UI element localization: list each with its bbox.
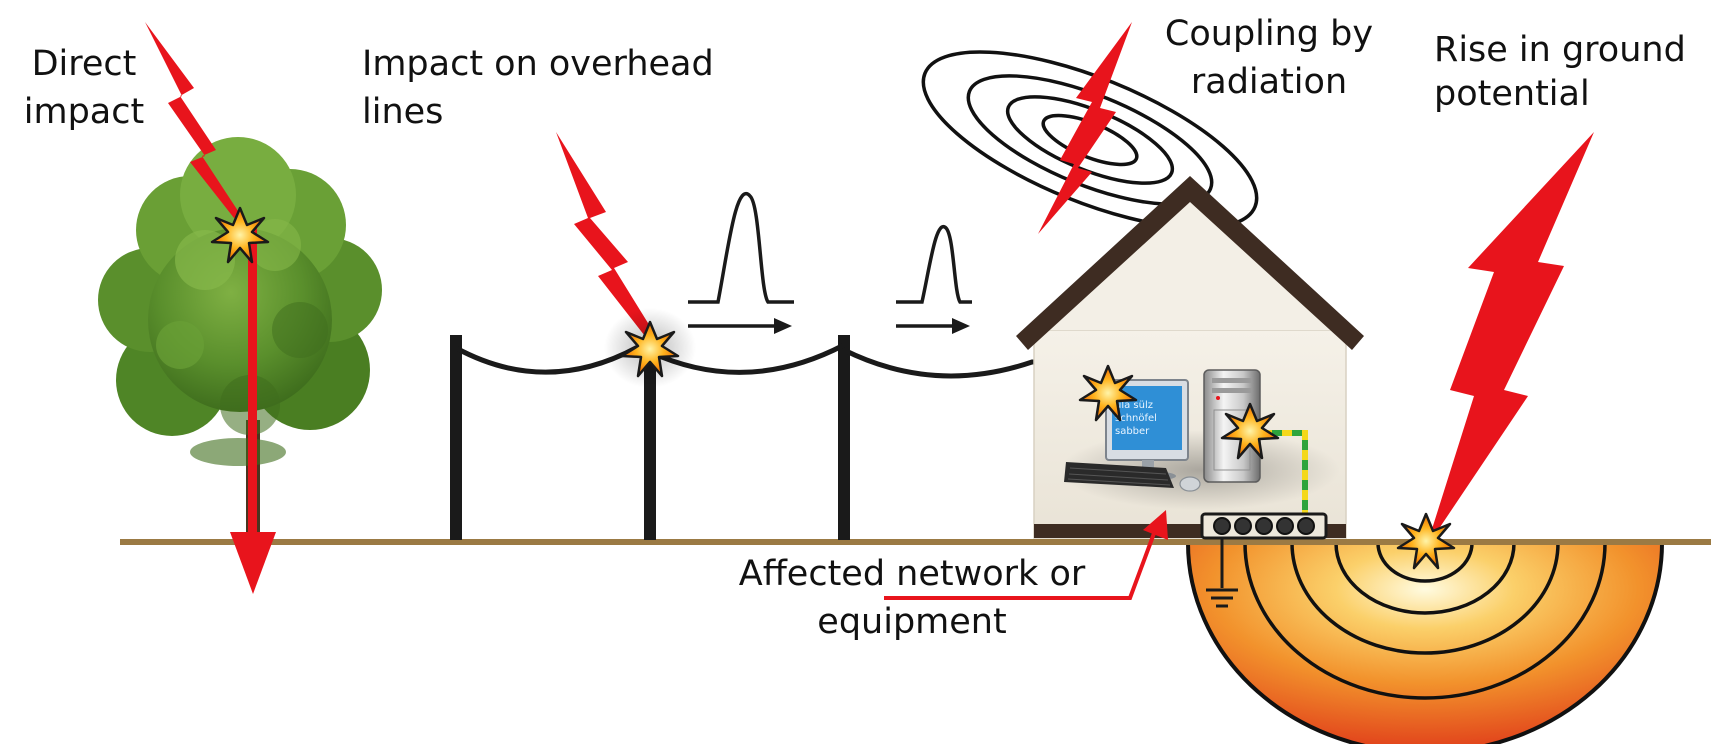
label-direct-impact-line-1: Direct <box>31 44 137 84</box>
spark-burst-icon <box>1078 364 1138 422</box>
label-radiation-coupling: Coupling by radiation <box>1158 10 1380 106</box>
monitor-screen-line-2: schnöfel <box>1115 413 1157 424</box>
label-overhead-impact: Impact on overhead lines <box>362 40 714 136</box>
label-affected-equipment-line-2: equipment <box>817 602 1007 642</box>
spark-burst-icon <box>604 308 696 388</box>
earth-hemisphere <box>1186 542 1664 744</box>
lightning-bolt-icon <box>1426 132 1594 548</box>
label-radiation-coupling-line-1: Coupling by <box>1164 14 1374 54</box>
mouse <box>1179 476 1201 492</box>
lightning-arrow-head <box>230 532 276 594</box>
tree <box>98 137 382 542</box>
label-affected-equipment-line-1: Affected network or <box>738 554 1086 594</box>
label-direct-impact-line-2: impact <box>23 92 145 132</box>
label-ground-potential-line-1: Rise in ground <box>1434 30 1686 70</box>
surge-pulse-icon <box>688 192 794 334</box>
computer-workstation: ula sülz schnöfel sabber <box>1064 379 1201 492</box>
spark-burst-icon <box>210 206 270 264</box>
power-pole-1 <box>450 335 462 540</box>
house <box>1016 176 1364 539</box>
label-radiation-coupling-line-2: radiation <box>1190 62 1348 102</box>
label-ground-potential: Rise in ground potential <box>1434 28 1686 116</box>
grounding-bar <box>1200 512 1328 540</box>
label-ground-potential-line-2: potential <box>1434 74 1590 114</box>
affected-pointer <box>884 510 1168 600</box>
surge-pulse-icon <box>896 224 972 334</box>
spark-burst-icon <box>1396 512 1456 570</box>
label-direct-impact: Direct impact <box>14 40 154 136</box>
label-overhead-impact-line-2: lines <box>362 92 444 132</box>
lightning-bolt-icon <box>556 132 656 340</box>
monitor-screen-line-3: sabber <box>1115 426 1150 437</box>
monitor-screen-line-1: ula sülz <box>1115 400 1153 411</box>
lightning-current-down <box>248 228 257 540</box>
lightning-bolt-icon <box>145 22 240 218</box>
label-overhead-impact-line-1: Impact on overhead <box>362 44 714 84</box>
lightning-bolt-icon <box>1038 22 1132 234</box>
keyboard <box>1064 462 1174 488</box>
power-pole-2 <box>644 338 656 540</box>
spark-burst-icon <box>1220 402 1280 460</box>
ground-symbol-icon <box>1206 538 1238 608</box>
power-pole-3 <box>838 335 850 540</box>
label-affected-equipment: Affected network or equipment <box>728 550 1096 646</box>
overhead-power-line <box>450 335 1105 540</box>
